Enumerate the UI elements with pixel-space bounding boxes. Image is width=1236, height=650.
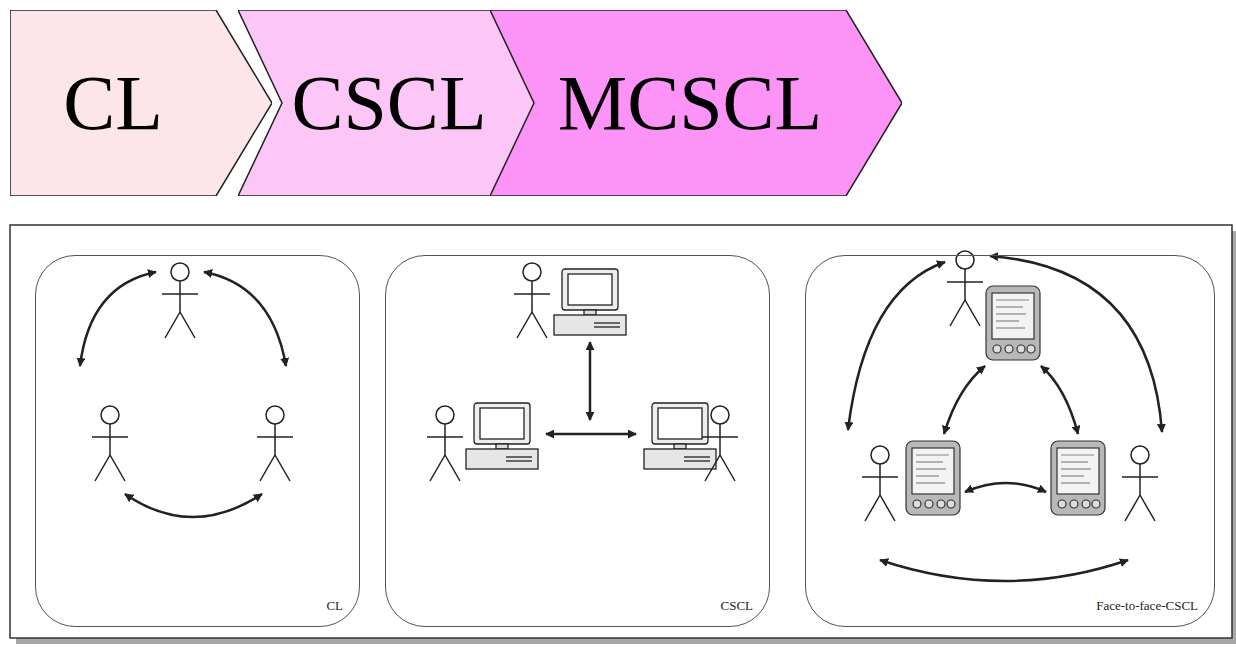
scenario-panel: Face-to-face-CSCL [805,255,1215,627]
stage-label: MCSCL [558,64,822,142]
process-chevron: MCSCL [490,10,902,196]
cl-illustration [80,263,293,517]
mcscl-illustration [848,251,1162,581]
scenario-panel: CSCL [385,255,770,627]
cscl-illustration [427,263,738,481]
panel-label: CL [326,598,343,614]
panel-label: Face-to-face-CSCL [1096,598,1198,614]
process-chevron: CL [10,10,272,196]
frame [10,225,1232,638]
panel-label: CSCL [720,598,753,614]
scenario-panel: CL [35,255,360,627]
stage-label: CL [63,64,163,142]
stage-label: CSCL [291,64,486,142]
